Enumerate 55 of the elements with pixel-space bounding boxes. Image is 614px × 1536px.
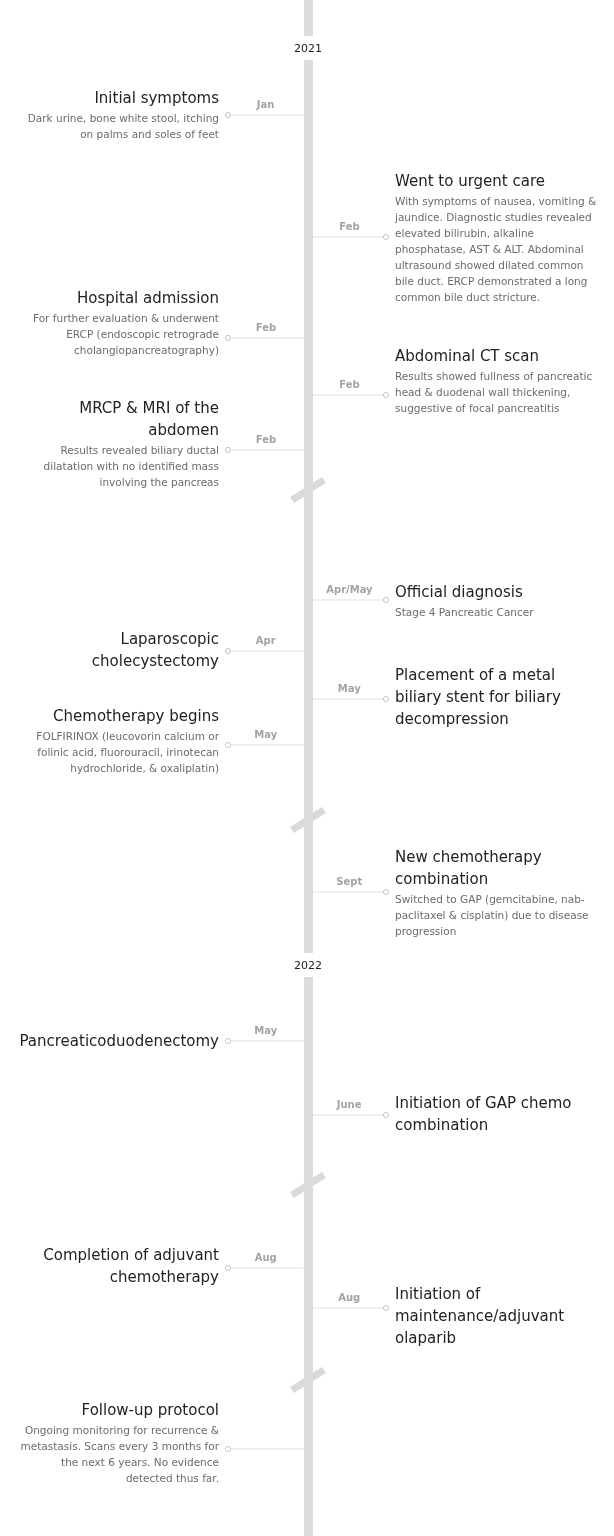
event-description: For further evaluation & underwent ERCP (endoscopic retrograde cholangiopancreatography): [32, 311, 219, 358]
event-title: Abdominal CT scan: [395, 346, 541, 367]
leader-line: [224, 1264, 305, 1272]
event-description: With symptoms of nausea, vomiting & jaundice. Diagnostic studies revealed elevated bilirubin, alkaline phosphatase, AST & ALT. Abdominal ultrasound showed dilated common bile duct. ERCP demonstrated a long common bile duct stricture.: [395, 194, 598, 305]
leader-line: [224, 111, 305, 119]
leader-line: [224, 334, 305, 342]
event-description: Results showed fullness of pancreatic head & duodenal wall thickening, suggestive of focal pancreatitis: [395, 369, 594, 416]
date-label: Feb: [339, 221, 360, 233]
event-title: Initiation of GAP chemo combination: [395, 1093, 573, 1136]
date-label: Feb: [255, 322, 277, 334]
date-label: May: [254, 729, 278, 741]
event-title: Went to urgent care: [395, 171, 546, 192]
event-title: Pancreaticoduodenectomy: [19, 1031, 219, 1052]
year-label: 2021: [294, 41, 322, 55]
date-label: May: [254, 1025, 278, 1037]
event-description: Switched to GAP (gemcitabine, nab-paclitaxel & cisplatin) due to disease progression: [395, 892, 590, 939]
event-title: MRCP & MRI of the abdomen: [78, 398, 219, 441]
date-label: Apr/May: [326, 584, 373, 596]
event-title: Laparoscopic cholecystectomy: [90, 629, 219, 672]
event-title: Chemotherapy begins: [52, 706, 219, 727]
date-label: Sept: [336, 876, 363, 888]
date-label: May: [337, 683, 361, 695]
date-label: Jan: [256, 99, 275, 111]
leader-line: [224, 446, 305, 454]
event-title: Follow-up protocol: [80, 1400, 219, 1421]
leader-line: [311, 233, 390, 241]
leader-line: [224, 647, 305, 655]
event-title: Completion of adjuvant chemotherapy: [42, 1245, 219, 1288]
event-description: Results revealed biliary ductal dilatation with no identified mass involving the pancreas: [42, 443, 219, 490]
event-description: Dark urine, bone white stool, itching on palms and soles of feet: [26, 111, 219, 142]
date-label: June: [336, 1099, 362, 1111]
event-title: Initiation of maintenance/adjuvant olaparib: [395, 1284, 566, 1349]
year-label: 2022: [294, 958, 322, 972]
leader-line: [311, 888, 390, 896]
leader-line: [224, 1445, 305, 1453]
date-label: Aug: [338, 1292, 361, 1304]
event-description: Ongoing monitoring for recurrence & metastasis. Scans every 3 months for the next 6 years. No evidence detected thus far.: [19, 1423, 219, 1486]
date-label: Aug: [254, 1252, 277, 1264]
date-label: Feb: [339, 379, 360, 391]
event-title: Official diagnosis: [395, 582, 524, 603]
leader-line: [311, 1304, 390, 1312]
date-label: Feb: [255, 434, 277, 446]
event-description: FOLFIRINOX (leucovorin calcium or folinic acid, fluorouracil, irinotecan hydrochloride, & oxaliplatin): [35, 729, 219, 776]
event-title: New chemotherapy combination: [395, 847, 543, 890]
leader-line: [311, 596, 390, 604]
event-title: Placement of a metal biliary stent for biliary decompression: [395, 665, 562, 730]
date-label: Apr: [255, 635, 276, 647]
leader-line: [311, 695, 390, 703]
leader-line: [224, 741, 305, 749]
event-title: Hospital admission: [76, 288, 219, 309]
leader-line: [224, 1037, 305, 1045]
event-description: Stage 4 Pancreatic Cancer: [395, 605, 535, 620]
event-title: Initial symptoms: [93, 88, 219, 109]
leader-line: [311, 1111, 390, 1119]
leader-line: [311, 391, 390, 399]
